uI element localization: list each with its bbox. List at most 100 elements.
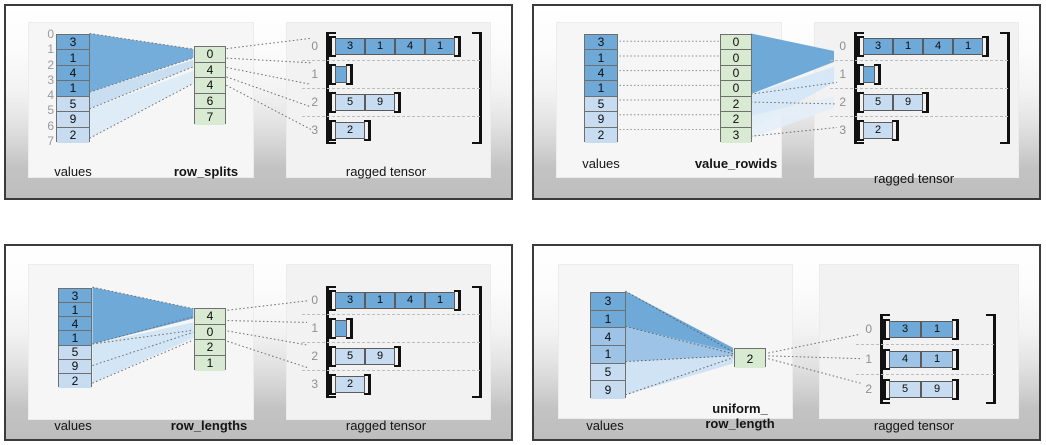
- row-separator: [830, 60, 1008, 61]
- tensor-cell: 1: [425, 37, 455, 55]
- values-caption-row-lengths: values: [54, 418, 92, 433]
- row-bracket-left-top: [329, 35, 336, 38]
- value-index-tick: 4: [47, 88, 54, 103]
- tensor-row-index: 3: [839, 123, 846, 137]
- row-bracket-left: [329, 119, 332, 141]
- row-bracket-left-bottom: [857, 54, 864, 57]
- row-bracket-right: [878, 63, 881, 85]
- row-bracket-right-top: [982, 35, 989, 38]
- row-bracket-left: [329, 63, 332, 85]
- tensor-bracket-left-top: [326, 32, 336, 34]
- row-bracket-right-bottom: [952, 397, 959, 400]
- value-cell: 3: [57, 35, 89, 51]
- tensor-cell: 9: [365, 93, 395, 111]
- row-separator: [830, 88, 1008, 89]
- value-cell: 5: [59, 345, 91, 360]
- value-cell: 4: [59, 317, 91, 332]
- row-bracket-right-bottom: [874, 82, 881, 85]
- tensor-cell-empty: [335, 319, 347, 337]
- row-bracket-left-top: [857, 119, 864, 122]
- row-bracket-left: [329, 373, 332, 395]
- value-cell: 1: [59, 303, 91, 318]
- value-cell: 9: [591, 381, 625, 399]
- row-bracket-right-top: [892, 119, 899, 122]
- value-index-tick: 5: [47, 103, 54, 118]
- tensor-caption-uniform: ragged tensor: [873, 418, 955, 433]
- encoding-cell: 0: [195, 47, 225, 63]
- value-cell: 1: [591, 310, 625, 329]
- row-separator: [856, 344, 994, 345]
- row-separator: [302, 88, 480, 89]
- row-bracket-left: [857, 63, 860, 85]
- row-bracket-left: [329, 91, 332, 113]
- encoding-cell: 2: [721, 112, 751, 128]
- row-bracket-right-top: [394, 345, 401, 348]
- row-separator: [302, 60, 480, 61]
- row-bracket-right-top: [952, 348, 959, 351]
- value-cell: 2: [57, 127, 89, 143]
- row-bracket-right: [458, 289, 461, 311]
- tensor-cell-empty: [863, 65, 875, 83]
- value-cell: 3: [59, 289, 91, 304]
- tensor-cell: 2: [335, 121, 365, 139]
- value-index-tick: 7: [47, 134, 54, 148]
- row-bracket-right-top: [922, 91, 929, 94]
- value-cell: 5: [585, 96, 617, 113]
- encoding-caption-row-lengths: row_lengths: [170, 418, 248, 433]
- row-bracket-right: [956, 378, 959, 400]
- tensor-cell: 1: [893, 37, 923, 55]
- encoding-cell: 7: [195, 109, 225, 125]
- tensor-bracket-right-top: [986, 314, 996, 316]
- tensor-cell: 1: [425, 291, 455, 309]
- row-bracket-right-bottom: [454, 54, 461, 57]
- row-bracket-left-top: [883, 378, 890, 381]
- encoding-cell: 2: [735, 349, 765, 368]
- tensor-bracket-right-bottom: [986, 402, 996, 404]
- encoding-cell: 2: [195, 340, 225, 356]
- row-bracket-right: [368, 119, 371, 141]
- tensor-bracket-right-top: [472, 286, 482, 288]
- row-bracket-right-bottom: [952, 367, 959, 370]
- tensor-cell: 5: [335, 347, 365, 365]
- value-cell: 4: [585, 65, 617, 82]
- row-bracket-left: [857, 35, 860, 57]
- value-cell: 1: [585, 81, 617, 97]
- row-bracket-left-bottom: [329, 54, 336, 57]
- tensor-cell: 5: [335, 93, 365, 111]
- tensor-row-index: 0: [839, 39, 846, 53]
- row-bracket-right: [350, 317, 353, 339]
- encoding-cell: 0: [195, 324, 225, 340]
- value-index-tick: 1: [47, 42, 54, 57]
- value-cell: 4: [591, 328, 625, 346]
- tensor-row-index: 2: [865, 382, 872, 396]
- tensor-caption-value-rowids: ragged tensor: [873, 171, 955, 186]
- row-bracket-left: [883, 318, 886, 340]
- tensor-cell: 9: [921, 380, 953, 398]
- tensor-row-index: 1: [311, 67, 318, 81]
- tensor-bracket-left-top: [854, 32, 864, 34]
- encoding-caption-value-rowids: value_rowids: [694, 156, 778, 171]
- encoding-cell: 4: [195, 62, 225, 79]
- row-bracket-right-bottom: [952, 337, 959, 340]
- row-bracket-left-bottom: [329, 336, 336, 339]
- value-index-tick: 2: [47, 57, 54, 72]
- tensor-cell: 3: [889, 320, 921, 338]
- row-separator: [302, 116, 480, 117]
- tensor-caption-row-lengths: ragged tensor: [345, 418, 427, 433]
- tensor-bracket-right-bottom: [472, 396, 482, 398]
- row-bracket-left: [329, 35, 332, 57]
- value-cell: 9: [57, 112, 89, 128]
- tensor-bracket-left: [880, 314, 883, 404]
- encoding-cell: 4: [195, 309, 225, 325]
- row-bracket-left-bottom: [857, 138, 864, 141]
- row-separator: [830, 116, 1008, 117]
- tensor-cell-empty: [335, 65, 347, 83]
- tensor-cell: 4: [889, 350, 921, 368]
- row-bracket-right-bottom: [982, 54, 989, 57]
